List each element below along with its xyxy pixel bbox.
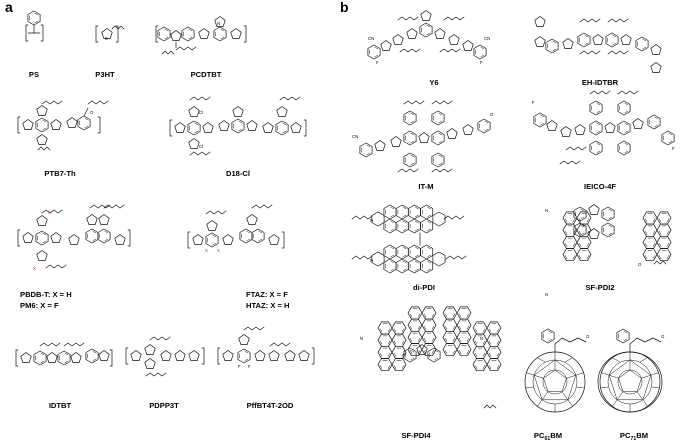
label-ptb7th: PTB7-Th [44, 169, 76, 178]
svg-text:N: N [360, 336, 363, 341]
structure-pbdbt-pm6: X X [17, 204, 131, 271]
label-pc61bm: PC61BM [534, 431, 562, 442]
svg-text:N: N [545, 208, 548, 213]
panel-b-letter: b [340, 0, 349, 15]
svg-text:Cl: Cl [199, 110, 203, 115]
label-sfpdi4: SF-PDI4 [401, 431, 431, 440]
label-ps: PS [29, 70, 39, 79]
svg-text:F: F [672, 146, 675, 151]
svg-text:O: O [661, 334, 665, 339]
label-itm: IT-M [418, 182, 433, 191]
structure-itm: CN O [352, 100, 494, 173]
structure-d18cl: Cl Cl [169, 96, 307, 156]
svg-text:CN: CN [352, 134, 358, 139]
svg-text:CN: CN [484, 36, 490, 41]
structure-pcdtbt: N [155, 16, 247, 55]
label-idtbt: IDTBT [49, 401, 72, 410]
label-pbdbt: PBDB-T: X = H [20, 290, 72, 299]
label-pdpp3t: PDPP3T [149, 401, 179, 410]
svg-text:X: X [217, 248, 220, 253]
svg-text:F: F [376, 60, 379, 65]
svg-text:O: O [90, 110, 94, 115]
structure-ptb7th: O [17, 100, 109, 151]
label-pc71bm: PC71BM [620, 431, 648, 442]
svg-text:CN: CN [368, 36, 374, 41]
label-p3ht: P3HT [95, 70, 115, 79]
svg-text:N: N [545, 292, 548, 297]
svg-text:O: O [638, 262, 642, 267]
structure-ehidtbr [534, 16, 662, 73]
svg-text:O: O [586, 334, 590, 339]
label-htaz: HTAZ: X = H [246, 301, 290, 310]
structure-pdpp3t [125, 336, 205, 377]
svg-text:X: X [33, 266, 36, 271]
svg-text:X: X [48, 210, 51, 215]
svg-text:S: S [105, 36, 108, 41]
label-sfpdi2: SF-PDI2 [585, 283, 614, 292]
svg-text:Cl: Cl [199, 144, 203, 149]
svg-text:F: F [532, 100, 535, 105]
structure-pffbt4t2od: F F [217, 326, 315, 369]
svg-text:N: N [370, 258, 373, 263]
structure-sfpdi2: N N O [545, 204, 671, 297]
svg-text:F: F [248, 364, 251, 369]
svg-text:N: N [370, 218, 373, 223]
structure-pc61bm: O [524, 328, 590, 413]
structure-ftaz-htaz: X X [187, 204, 285, 253]
label-pcdtbt: PCDTBT [191, 70, 222, 79]
svg-text:N: N [217, 21, 220, 26]
structure-p3ht: S [95, 25, 125, 43]
label-dipdi: di-PDI [413, 283, 435, 292]
svg-text:X: X [205, 248, 208, 253]
svg-text:N: N [480, 336, 483, 341]
structure-idtbt [15, 342, 113, 367]
svg-text:O: O [490, 112, 494, 117]
structure-sfpdi4: N N [360, 307, 501, 409]
label-y6: Y6 [429, 78, 438, 87]
label-pffbt4t2od: PffBT4T-2OD [247, 401, 294, 410]
label-ftaz: FTAZ: X = F [246, 290, 288, 299]
structure-dipdi: N N [351, 205, 467, 273]
structure-ps [25, 10, 44, 42]
structure-pc71bm: O [597, 328, 665, 413]
label-ieico4f: IEICO-4F [584, 182, 616, 191]
label-pm6: PM6: X = F [20, 301, 59, 310]
panel-a-letter: a [5, 0, 13, 15]
label-d18cl: D18-Cl [226, 169, 250, 178]
svg-text:F: F [480, 60, 483, 65]
svg-text:F: F [238, 364, 241, 369]
structure-y6: F F CN CN [367, 10, 490, 65]
structure-ieico4f: F F [532, 90, 675, 165]
label-ehidtbr: EH-IDTBR [582, 78, 619, 87]
